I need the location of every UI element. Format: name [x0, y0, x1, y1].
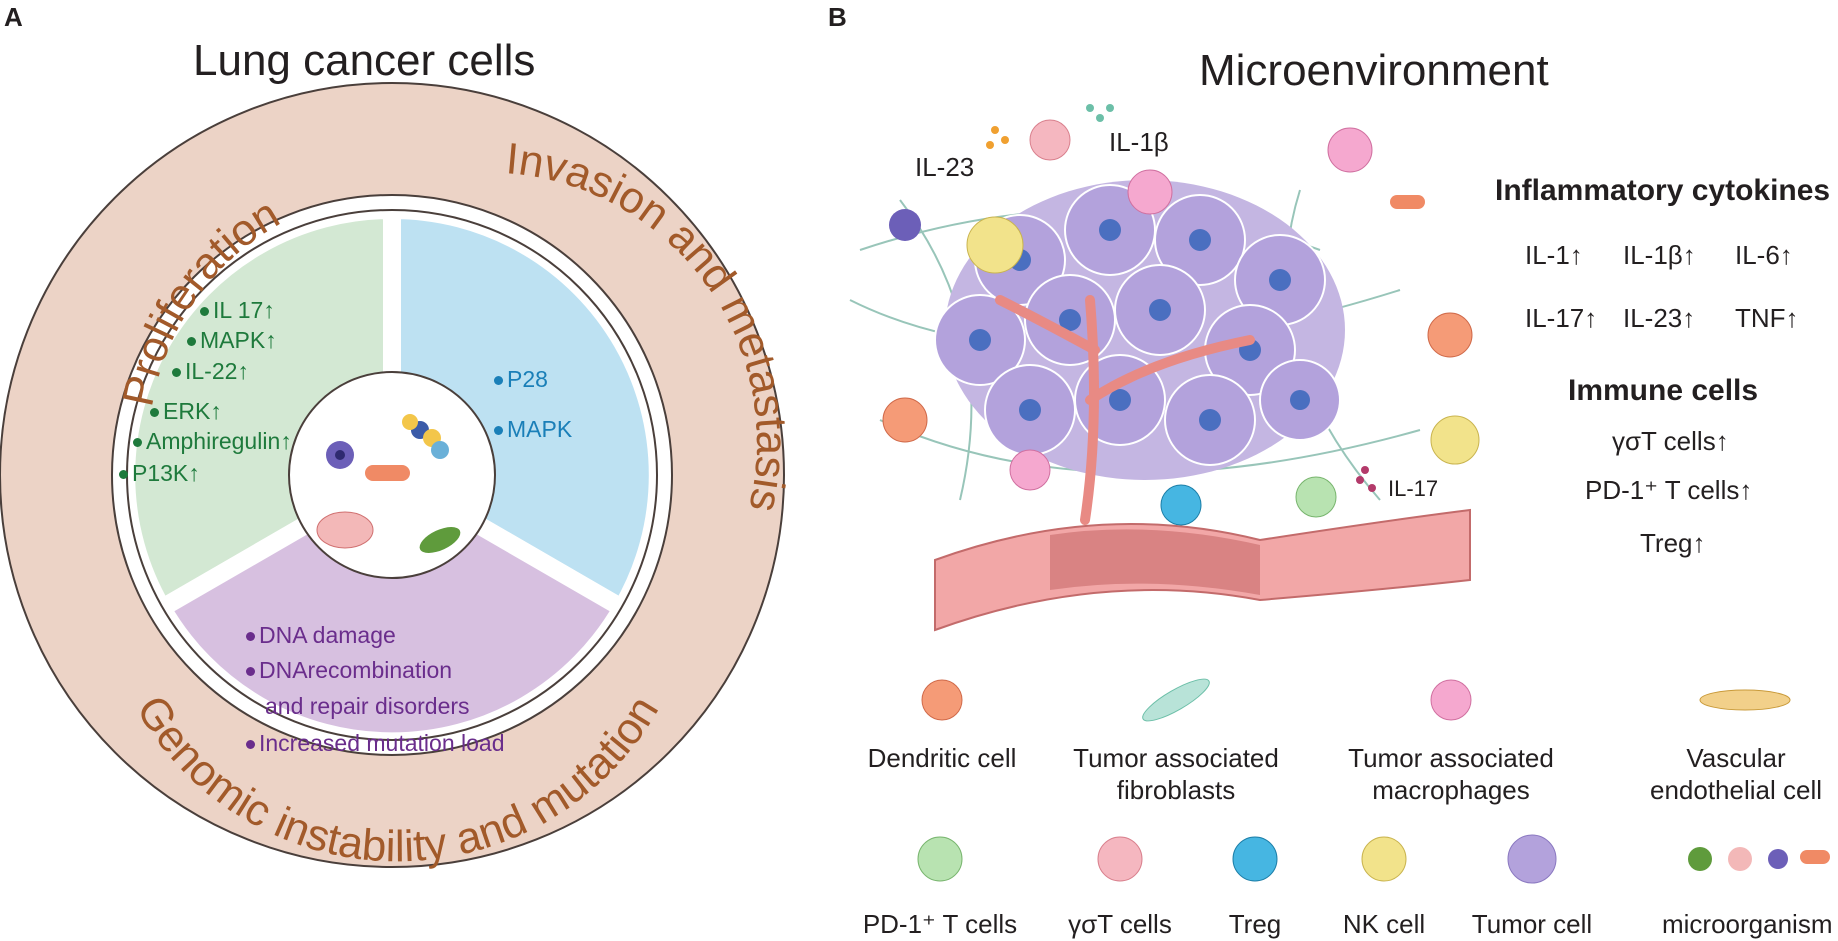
cytokine-item: IL-1↑: [1525, 240, 1583, 270]
invasion-item: MAPK: [494, 416, 572, 443]
legend-treg: Treg: [1228, 909, 1282, 939]
nk-cell-icon: [966, 216, 1024, 274]
vessel-branches: [995, 295, 1255, 525]
legend-microorganism: microorganism: [1662, 909, 1833, 939]
immune-item: γσT cells↑: [1612, 426, 1729, 456]
cytokine-item: IL-23↑: [1623, 303, 1696, 333]
label-il1b: IL-1β: [1109, 127, 1169, 157]
legend-dendritic: Dendritic cell: [867, 743, 1017, 773]
nk-cell-icon-2: [1430, 415, 1480, 465]
panel-a-title: Lung cancer cells: [193, 36, 536, 85]
legend-pd1: PD-1⁺ T cells: [862, 909, 1018, 939]
immune-heading: Immune cells: [1568, 374, 1759, 407]
legend-tumor: Tumor cell: [1471, 909, 1593, 939]
label-il17: IL-17: [1388, 476, 1439, 501]
prolif-item: MAPK↑: [187, 327, 277, 354]
genomic-item: Increased mutation load: [246, 730, 505, 757]
immune-item: PD-1⁺ T cells↑: [1585, 475, 1753, 505]
macrophage-icon-3: [1009, 449, 1051, 491]
prolif-item: Amphiregulin↑: [133, 428, 292, 455]
legend-icons-row1: [921, 678, 1791, 722]
genomic-item: and repair disorders: [265, 693, 470, 719]
center-microbe-icons: [316, 414, 461, 553]
legend-macrophages: Tumor associated macrophages: [1348, 743, 1554, 805]
cytokine-item: IL-17↑: [1525, 303, 1598, 333]
macrophage-icon: [1327, 127, 1373, 173]
cytokine-item: TNF↑: [1735, 303, 1799, 333]
microbe-rod-icon: [1390, 195, 1425, 209]
il1b-dots: [1086, 104, 1114, 122]
genomic-item: DNArecombination: [246, 657, 452, 684]
pd1-cell-icon: [1295, 476, 1337, 518]
legend-nk: NK cell: [1342, 909, 1426, 939]
gdt-cell-icon: [1029, 119, 1071, 161]
genomic-item: DNA damage: [246, 622, 396, 649]
legend-fibroblasts: Tumor associated fibroblasts: [1073, 743, 1279, 805]
immune-item: Treg↑: [1640, 528, 1706, 558]
blood-vessel: [934, 508, 1471, 632]
invasion-item: P28: [494, 366, 548, 393]
dendritic-icon-2: [1427, 312, 1473, 358]
label-il23: IL-23: [915, 152, 975, 182]
prolif-item: P13K↑: [119, 460, 200, 487]
tumor-mass: [934, 180, 1345, 480]
treg-cell-icon: [1160, 484, 1202, 526]
il17-dots: [1356, 466, 1376, 492]
prolif-item: IL-22↑: [172, 358, 249, 385]
cytokine-item: IL-6↑: [1735, 240, 1793, 270]
legend-icons-row2: [917, 834, 1830, 884]
legend-endothelial: Vascular endothelial cell: [1649, 743, 1822, 805]
panel-b-letter: B: [828, 2, 847, 32]
prolif-item: ERK↑: [150, 398, 222, 425]
panel-b-title: Microenvironment: [1199, 46, 1549, 95]
cytokine-item: IL-1β↑: [1623, 240, 1696, 270]
dendritic-icon: [882, 397, 928, 443]
panel-a-letter: A: [4, 2, 23, 32]
macrophage-icon-2: [1127, 169, 1173, 215]
prolif-item: IL 17↑: [200, 297, 275, 324]
cytokines-heading: Inflammatory cytokines: [1495, 174, 1831, 207]
microbe-icon: [889, 209, 921, 241]
il23-dots: [986, 126, 1009, 149]
legend-gdt: γσT cells: [1068, 909, 1172, 939]
